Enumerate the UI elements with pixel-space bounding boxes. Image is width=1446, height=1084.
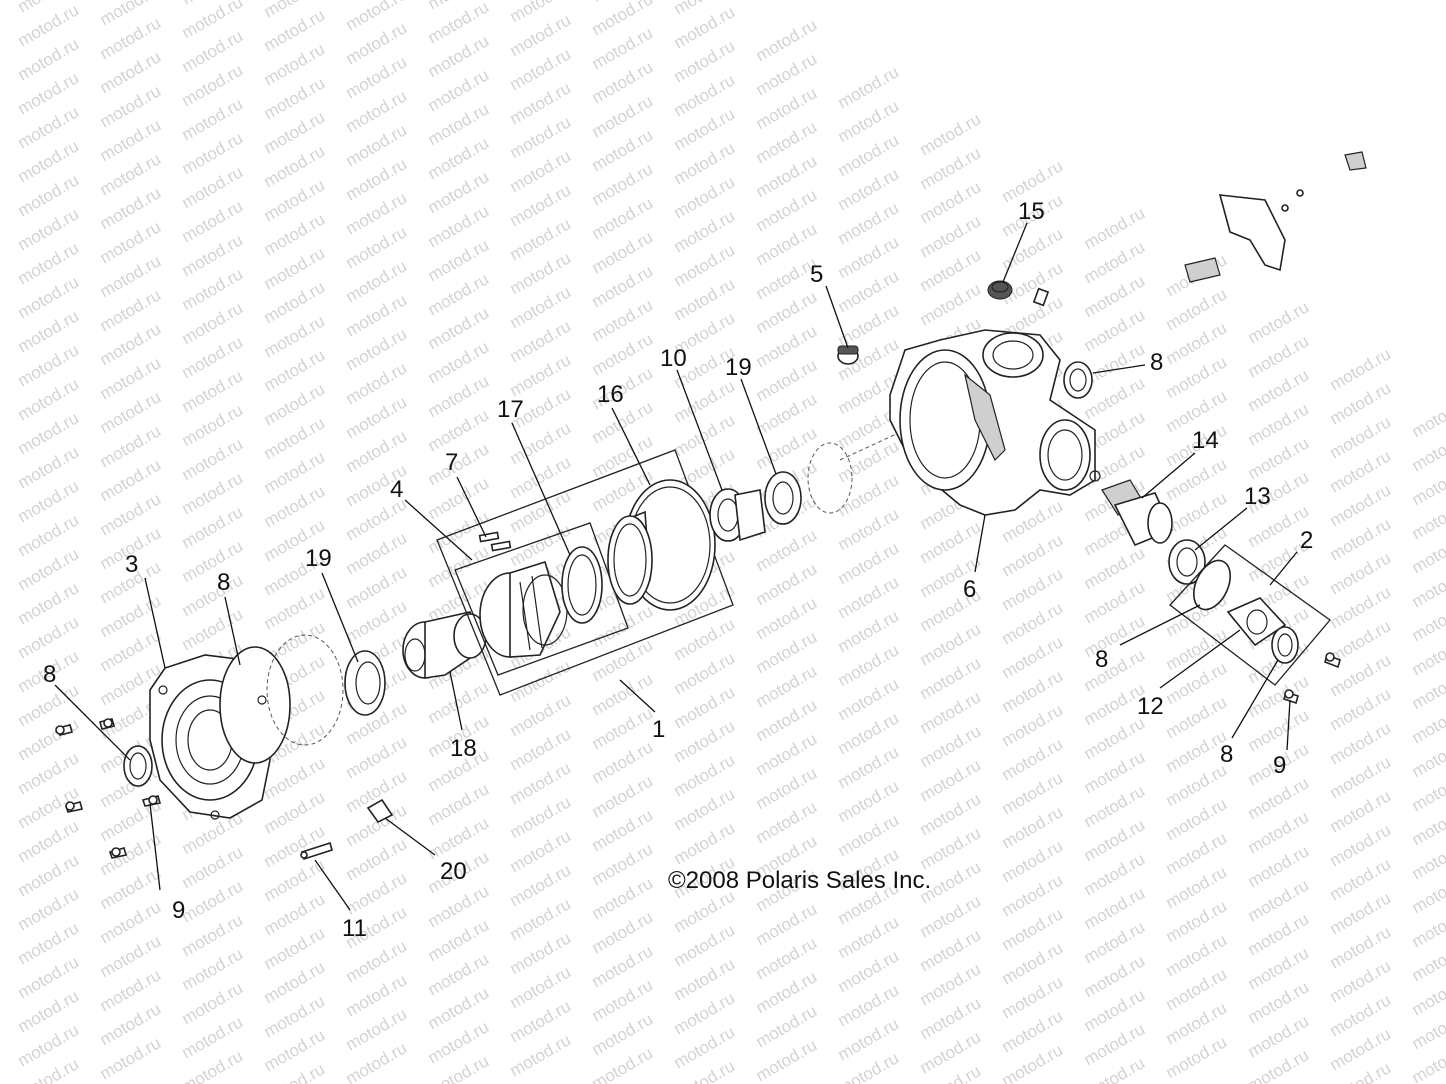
callout-20: 20 <box>440 858 467 885</box>
callout-2: 2 <box>1300 527 1313 554</box>
bearing-part-19-left <box>344 650 386 716</box>
callout-5: 5 <box>810 261 823 288</box>
o-ring-part-8 <box>1193 559 1231 611</box>
bearing-part-10 <box>709 488 766 542</box>
main-housing-part-6 <box>889 329 1096 516</box>
flange-part-12 <box>1226 597 1287 647</box>
copyright-notice: ©2008 Polaris Sales Inc. <box>668 867 931 894</box>
callout-19-left: 19 <box>305 545 332 572</box>
callout-10: 10 <box>660 345 687 372</box>
callout-8-o-ring: 8 <box>1095 646 1108 673</box>
seal-part-8-right <box>1271 626 1299 664</box>
pinion-part-14 <box>1089 470 1174 547</box>
callout-9-right: 9 <box>1273 752 1286 779</box>
bearing-part-19-right <box>764 471 802 525</box>
bolts-right <box>1283 652 1341 705</box>
callout-8-top-seal: 8 <box>1150 349 1163 376</box>
callout-13: 13 <box>1244 483 1271 510</box>
callout-15: 15 <box>1018 198 1045 225</box>
seal-part-8-left <box>123 745 153 787</box>
seal-part-8-top <box>1063 361 1093 399</box>
pin-part-11 <box>300 841 333 861</box>
bolts-left <box>55 718 162 859</box>
callout-6: 6 <box>963 576 976 603</box>
assembly-box-1 <box>436 449 734 696</box>
gasket-ring <box>266 634 344 746</box>
bracket-assembly <box>1184 151 1367 283</box>
gear-ring-dashed <box>807 442 853 514</box>
clip-part-20 <box>366 798 394 824</box>
bearing-part-13 <box>1168 539 1206 585</box>
callout-4: 4 <box>390 476 403 503</box>
callout-17: 17 <box>497 396 524 423</box>
cap-part-15 <box>987 280 1013 300</box>
axis-line <box>839 429 906 461</box>
callout-labels: 1 2 3 4 5 6 7 8 8 8 8 8 9 9 10 11 12 13 … <box>43 198 1313 942</box>
callout-8-right-seal: 8 <box>1220 741 1233 768</box>
roller-cage <box>479 560 568 658</box>
callout-16: 16 <box>597 381 624 408</box>
housing-cover-part-3 <box>149 646 291 820</box>
callout-14: 14 <box>1192 427 1219 454</box>
armature-plate-part-17 <box>561 546 603 624</box>
callout-7: 7 <box>445 449 458 476</box>
assembly-box-4 <box>454 522 629 676</box>
callout-11: 11 <box>342 915 367 942</box>
callout-18: 18 <box>450 735 477 762</box>
callout-12: 12 <box>1137 693 1164 720</box>
leader-lines <box>54 222 1298 911</box>
ring-gear-part-16 <box>607 479 716 611</box>
callout-19-right: 19 <box>725 354 752 381</box>
pins-part-7 <box>478 531 512 552</box>
plug-part-5 <box>837 345 859 365</box>
watermark-text: motod.ru <box>1409 391 1446 441</box>
callout-1: 1 <box>652 716 665 743</box>
vent-fitting <box>1032 287 1050 307</box>
callout-8-housing: 8 <box>217 569 230 596</box>
callout-8-left-seal: 8 <box>43 661 56 688</box>
callout-3: 3 <box>125 551 138 578</box>
callout-9-left: 9 <box>172 897 185 924</box>
